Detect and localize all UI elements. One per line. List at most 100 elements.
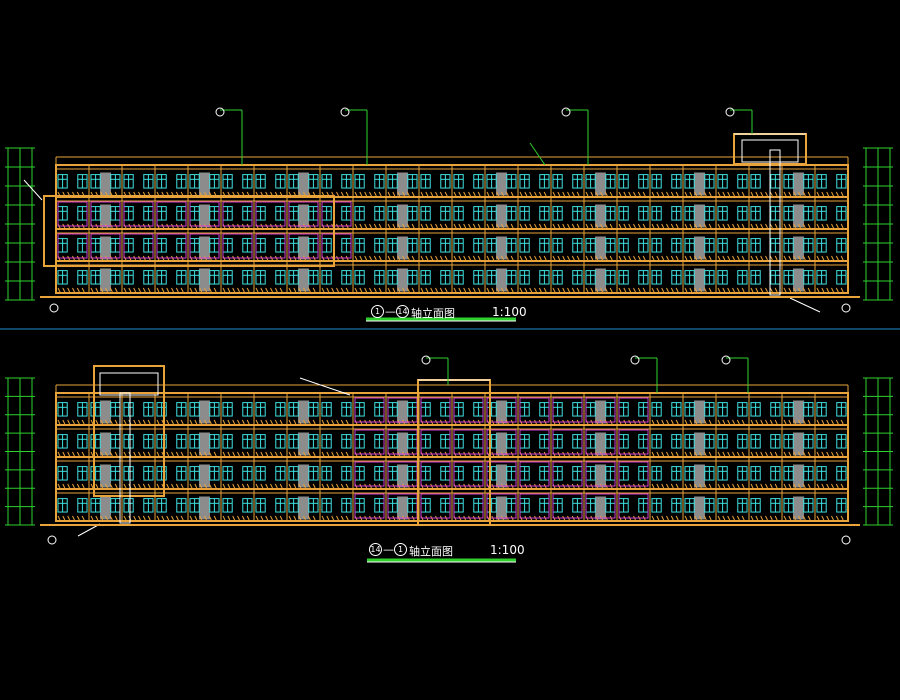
railing-hatch xyxy=(755,419,759,425)
railing-hatch xyxy=(783,191,787,197)
railing-hatch xyxy=(321,419,325,425)
railing-hatch xyxy=(675,483,679,489)
railing-hatch xyxy=(255,515,259,521)
railing-hatch xyxy=(543,255,547,261)
railing-hatch xyxy=(378,223,382,229)
railing-hatch xyxy=(840,255,844,261)
railing-hatch xyxy=(458,223,462,229)
railing-hatch xyxy=(666,287,669,293)
railing-hatch xyxy=(387,223,391,229)
railing-hatch xyxy=(364,223,368,229)
stair-panel xyxy=(595,400,606,424)
railing-hatch xyxy=(81,419,85,425)
railing-hatch xyxy=(171,451,174,457)
railing-hatch xyxy=(76,419,80,425)
railing-hatch xyxy=(213,451,217,457)
railing-hatch xyxy=(477,287,481,293)
railing-hatch xyxy=(109,515,113,521)
railing-hatch xyxy=(656,191,660,197)
railing-hatch xyxy=(604,223,608,229)
railing-hatch xyxy=(703,451,707,457)
railing-hatch xyxy=(336,287,339,293)
stair-panel xyxy=(298,464,309,488)
railing-hatch xyxy=(95,287,99,293)
railing-hatch xyxy=(105,515,108,521)
railing-hatch xyxy=(397,287,401,293)
railing-hatch xyxy=(788,419,792,425)
railing-hatch xyxy=(435,191,438,197)
railing-hatch xyxy=(67,419,71,425)
railing-hatch xyxy=(156,419,160,425)
railing-hatch xyxy=(161,515,165,521)
railing-hatch xyxy=(95,515,99,521)
railing-hatch xyxy=(807,255,811,261)
railing-hatch xyxy=(675,287,679,293)
railing-hatch xyxy=(600,223,603,229)
railing-hatch xyxy=(114,419,118,425)
railing-hatch xyxy=(477,223,481,229)
railing-hatch xyxy=(90,287,94,293)
railing-hatch xyxy=(807,287,811,293)
railing-hatch xyxy=(439,191,443,197)
railing-hatch xyxy=(703,515,707,521)
railing-hatch xyxy=(62,451,66,457)
railing-hatch xyxy=(651,191,655,197)
railing-hatch xyxy=(519,223,523,229)
railing-hatch xyxy=(67,483,71,489)
railing-hatch xyxy=(675,223,679,229)
railing-hatch xyxy=(402,255,405,261)
railing-hatch xyxy=(699,483,702,489)
railing-hatch xyxy=(105,483,108,489)
railing-hatch xyxy=(293,515,297,521)
railing-hatch xyxy=(736,419,740,425)
stair-panel xyxy=(397,204,408,228)
railing-hatch xyxy=(661,255,665,261)
railing-hatch xyxy=(717,287,721,293)
railing-hatch xyxy=(689,515,693,521)
railing-hatch xyxy=(798,287,801,293)
railing-hatch xyxy=(543,191,547,197)
stair-panel xyxy=(298,236,309,260)
railing-hatch xyxy=(444,191,448,197)
railing-hatch xyxy=(123,451,127,457)
railing-hatch xyxy=(411,287,415,293)
railing-hatch xyxy=(562,191,566,197)
railing-hatch xyxy=(651,483,655,489)
railing-hatch xyxy=(708,255,712,261)
stair-panel xyxy=(694,236,705,260)
railing-hatch xyxy=(340,191,344,197)
railing-hatch xyxy=(807,515,811,521)
railing-hatch xyxy=(472,287,476,293)
railing-hatch xyxy=(831,223,834,229)
stair-panel xyxy=(595,172,606,196)
railing-hatch xyxy=(666,419,669,425)
railing-hatch xyxy=(783,451,787,457)
railing-hatch xyxy=(835,515,839,521)
railing-hatch xyxy=(816,191,820,197)
railing-hatch xyxy=(524,223,528,229)
railing-hatch xyxy=(552,191,556,197)
railing-hatch xyxy=(666,223,669,229)
railing-hatch xyxy=(312,483,316,489)
stair-panel xyxy=(397,496,408,520)
railing-hatch xyxy=(835,255,839,261)
railing-hatch xyxy=(373,255,377,261)
railing-hatch xyxy=(373,287,377,293)
railing-hatch xyxy=(222,451,226,457)
railing-hatch xyxy=(430,287,434,293)
railing-hatch xyxy=(213,419,217,425)
railing-hatch xyxy=(491,191,495,197)
railing-hatch xyxy=(194,287,198,293)
railing-hatch xyxy=(651,451,655,457)
railing-hatch xyxy=(628,191,632,197)
railing-hatch xyxy=(543,223,547,229)
railing-hatch xyxy=(717,255,721,261)
magenta-frame xyxy=(57,233,88,259)
railing-hatch xyxy=(717,223,721,229)
railing-hatch xyxy=(241,483,245,489)
railing-hatch xyxy=(788,287,792,293)
railing-hatch xyxy=(694,419,698,425)
railing-hatch xyxy=(114,451,118,457)
railing-hatch xyxy=(90,483,94,489)
railing-hatch xyxy=(331,451,335,457)
